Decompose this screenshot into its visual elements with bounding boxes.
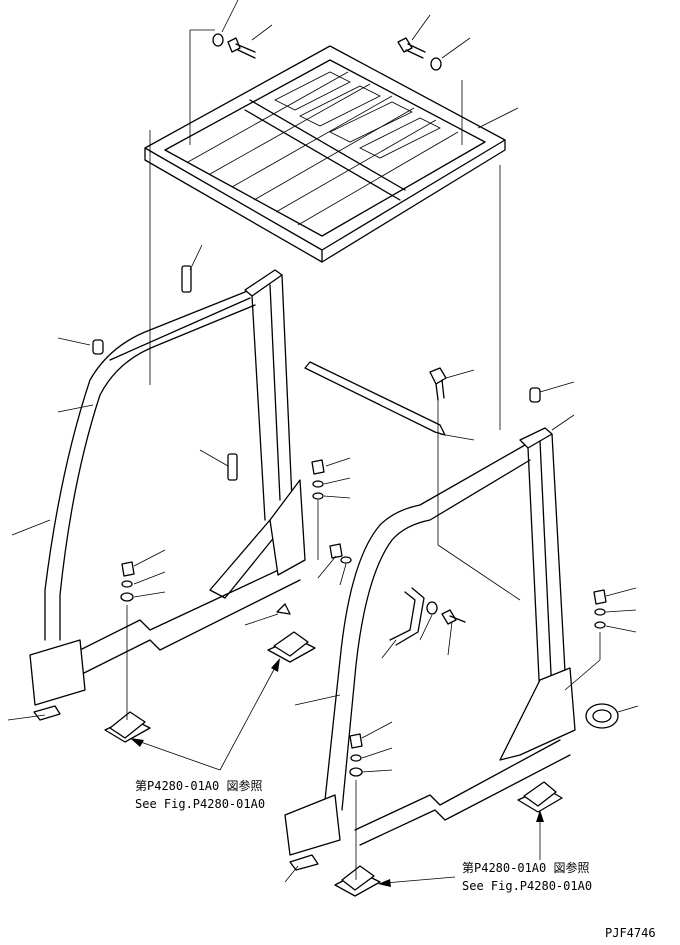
reference-note-right-jp: 第P4280-01A0 図参照 xyxy=(462,860,589,875)
roof-bolt-right xyxy=(397,37,442,71)
roof-bolt-left xyxy=(212,33,256,59)
right-nut-washers-front xyxy=(349,733,363,777)
right-nut-washers-top xyxy=(529,387,541,403)
reference-note-left-en: See Fig.P4280-01A0 xyxy=(135,797,265,811)
drawing-id: PJF4746 xyxy=(605,926,656,940)
strap-link xyxy=(304,361,446,436)
hose-bracket xyxy=(389,587,466,646)
roof-panel xyxy=(144,45,506,263)
long-bolt xyxy=(429,367,447,401)
reference-arrow-right-up xyxy=(536,810,544,860)
left-clip-lower xyxy=(227,453,238,481)
left-nut-washers-rear xyxy=(311,459,325,500)
reference-arrow-left xyxy=(130,658,280,771)
right-nut-washers-rear xyxy=(593,589,607,629)
reference-arrow-right-left xyxy=(378,876,456,887)
left-side-frame xyxy=(29,269,316,743)
right-nut-washers-mid xyxy=(329,543,352,564)
left-clip-upper xyxy=(181,265,192,293)
right-side-frame xyxy=(284,427,619,897)
left-nut-washers-front xyxy=(120,561,135,602)
reference-note-left-jp: 第P4280-01A0 図参照 xyxy=(135,778,262,793)
leader-lines xyxy=(7,0,639,883)
left-cap xyxy=(92,339,104,355)
reference-note-right-en: See Fig.P4280-01A0 xyxy=(462,879,592,893)
